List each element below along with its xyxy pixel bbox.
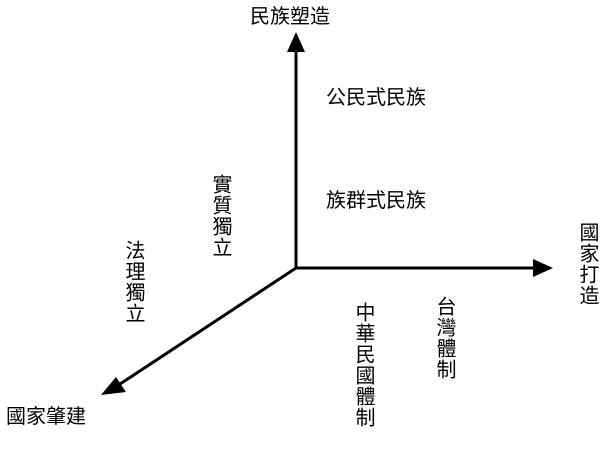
de-facto-independence-label: 實質獨立: [209, 174, 233, 258]
horizontal-axis-title: 國家打造: [576, 222, 600, 306]
diagonal-axis-line: [116, 266, 297, 388]
roc-system-label: 中華民國體制: [352, 302, 376, 428]
taiwan-system-label: 台灣體制: [433, 296, 457, 380]
civic-nation-label: 公民式民族: [326, 85, 426, 109]
vertical-axis-arrowhead: [287, 32, 305, 52]
de-jure-independence-label: 法理獨立: [122, 240, 146, 324]
ethnic-nation-label: 族群式民族: [326, 188, 426, 212]
horizontal-axis-arrowhead: [533, 259, 553, 277]
diagonal-axis-arrowhead: [101, 377, 126, 395]
diagonal-axis-title: 國家肇建: [6, 404, 86, 428]
vertical-axis-title: 民族塑造: [250, 4, 330, 28]
